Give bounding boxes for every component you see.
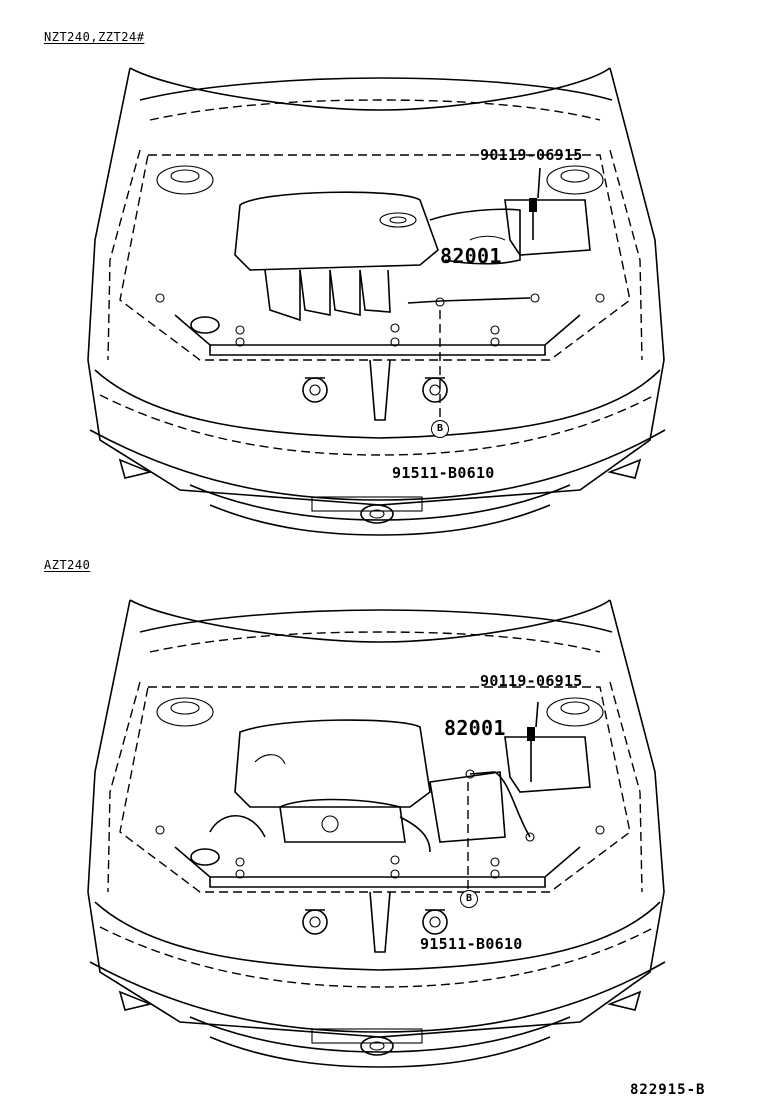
callout-marker-top-text: B <box>436 423 444 434</box>
clamp-part-number-top: 91511-B0610 <box>392 464 495 482</box>
cable-part-number-bottom: 82001 <box>444 716 506 740</box>
callout-marker-bottom: B <box>460 890 478 908</box>
callout-marker-bottom-text: B <box>465 893 473 904</box>
engine-bay-drawing-bottom <box>87 599 666 1068</box>
model-label-bottom: AZT240 <box>44 558 91 572</box>
clamp-part-number-bottom: 91511-B0610 <box>420 935 523 953</box>
bolt-part-number-top: 90119-06915 <box>480 146 583 164</box>
bolt-part-number-bottom: 90119-06915 <box>480 672 583 690</box>
engine-bay-drawing-top <box>87 67 666 536</box>
document-code: 822915-B <box>630 1082 706 1098</box>
callout-marker-top: B <box>431 420 449 438</box>
cable-part-number-top: 82001 <box>440 244 502 268</box>
model-label-top: NZT240,ZZT24# <box>44 30 145 44</box>
